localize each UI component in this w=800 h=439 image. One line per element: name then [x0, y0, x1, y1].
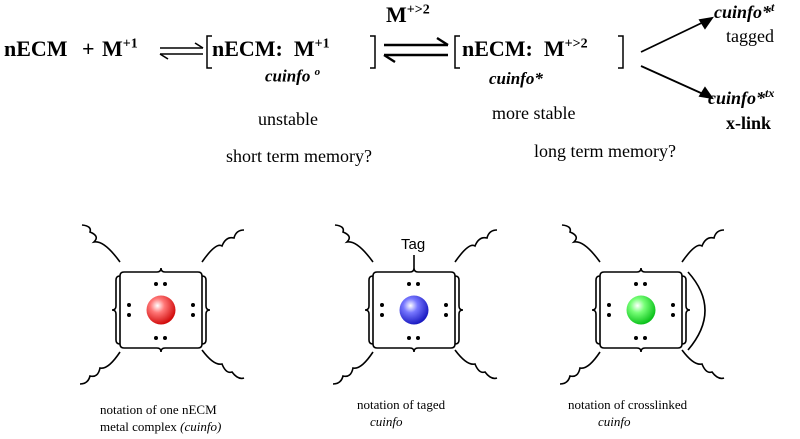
arrow-2-reagent: M+>2: [386, 2, 430, 28]
complex-1: nECM: M+1: [212, 36, 330, 62]
complex-1-name-sup: o: [314, 66, 321, 78]
caption-plain-line2-text: metal complex: [100, 419, 181, 434]
caption-plain-line2-italic: (cuinfo): [180, 419, 222, 434]
chain-top-right: [454, 229, 498, 263]
complex-2-metal: M: [543, 36, 565, 61]
metal-ion-red: [146, 295, 176, 325]
square-sides: [599, 276, 683, 344]
right-brace: [454, 275, 464, 345]
chain-top-left: [334, 224, 374, 263]
equilibrium-arrow-1: [159, 42, 204, 60]
complex-2-state: more stable: [492, 103, 576, 123]
complex-1-state: unstable: [258, 109, 318, 129]
notation-crosslinked-complex: [559, 224, 725, 385]
complex-1-name: cuinfo o: [265, 66, 320, 87]
complex-2: nECM: M+>2: [462, 36, 588, 62]
chain-top-right: [681, 229, 725, 263]
complex-1-metal: M: [293, 36, 315, 61]
lone-pairs-plain: [127, 282, 195, 340]
square-sides: [372, 276, 456, 344]
complex-1-name-text: cuinfo: [265, 66, 311, 86]
tag-label: Tag: [401, 236, 426, 253]
metal-ion-blue: [399, 295, 429, 325]
metal-ion-1: M+1: [102, 36, 138, 62]
bottom-brace: [119, 343, 203, 353]
bottom-brace: [372, 343, 456, 353]
plus-sign: +: [82, 36, 95, 61]
complex-2-memory: long term memory?: [534, 141, 676, 161]
chain-bottom-right: [681, 349, 725, 380]
complex-1-charge: +1: [314, 36, 330, 52]
top-brace: [372, 267, 456, 277]
metal-symbol: M: [102, 36, 123, 61]
complex-1-ligand: nECM:: [212, 36, 283, 61]
right-brace: [681, 275, 691, 345]
product-arrows: [640, 16, 714, 100]
lone-pairs-tagged: [380, 282, 448, 340]
lone-pairs-crosslinked: [607, 282, 675, 340]
left-brace: [111, 275, 121, 345]
arrow-2-metal: M: [386, 2, 407, 27]
right-brace: [201, 275, 211, 345]
caption-crosslinked-line1: notation of crosslinked: [568, 397, 688, 412]
complex-2-brackets: [454, 35, 624, 69]
square-sides: [119, 276, 203, 344]
complex-2-charge: +>2: [564, 36, 588, 52]
product-tagged-name-text: cuinfo*: [714, 2, 772, 22]
caption-tagged-line2: cuinfo: [370, 414, 403, 429]
product-xlink-name: cuinfo*tx: [708, 86, 774, 109]
bottom-brace: [599, 343, 683, 353]
product-tagged-label: tagged: [726, 26, 774, 46]
left-brace: [364, 275, 374, 345]
product-xlink-label: x-link: [726, 113, 772, 133]
arrow-2-charge: +>2: [406, 2, 430, 18]
chain-top-right: [201, 229, 245, 263]
chain-bottom-left: [332, 351, 374, 385]
reactant-necm: nECM: [4, 36, 68, 61]
complex-1-memory: short term memory?: [226, 146, 372, 166]
caption-plain-line1: notation of one nECM: [100, 402, 217, 417]
chain-top-left: [561, 224, 601, 263]
complex-2-ligand: nECM:: [462, 36, 533, 61]
equilibrium-arrow-2: [383, 36, 449, 64]
product-tagged-name: cuinfo*t: [714, 0, 774, 23]
top-brace: [119, 267, 203, 277]
caption-tagged-line1: notation of taged: [357, 397, 446, 412]
chain-top-left: [81, 224, 121, 263]
crosslink-arc: [687, 271, 706, 351]
caption-crosslinked-line2: cuinfo: [598, 414, 631, 429]
chain-bottom-left: [559, 351, 601, 385]
notation-plain-complex: [79, 224, 245, 385]
product-xlink-name-text: cuinfo*: [708, 88, 766, 108]
caption-plain-line2: metal complex (cuinfo): [100, 419, 221, 435]
left-brace: [591, 275, 601, 345]
product-tagged-sup: t: [771, 0, 775, 14]
top-brace: [599, 267, 683, 277]
metal-ion-green: [626, 295, 656, 325]
complex-2-name: cuinfo*: [489, 69, 543, 88]
notation-tagged-complex: [332, 224, 498, 385]
chain-bottom-right: [454, 349, 498, 380]
complex-1-brackets: [206, 35, 376, 69]
chain-bottom-right: [201, 349, 245, 380]
product-xlink-sup: tx: [765, 86, 775, 100]
chain-bottom-left: [79, 351, 121, 385]
metal-charge: +1: [122, 36, 138, 52]
